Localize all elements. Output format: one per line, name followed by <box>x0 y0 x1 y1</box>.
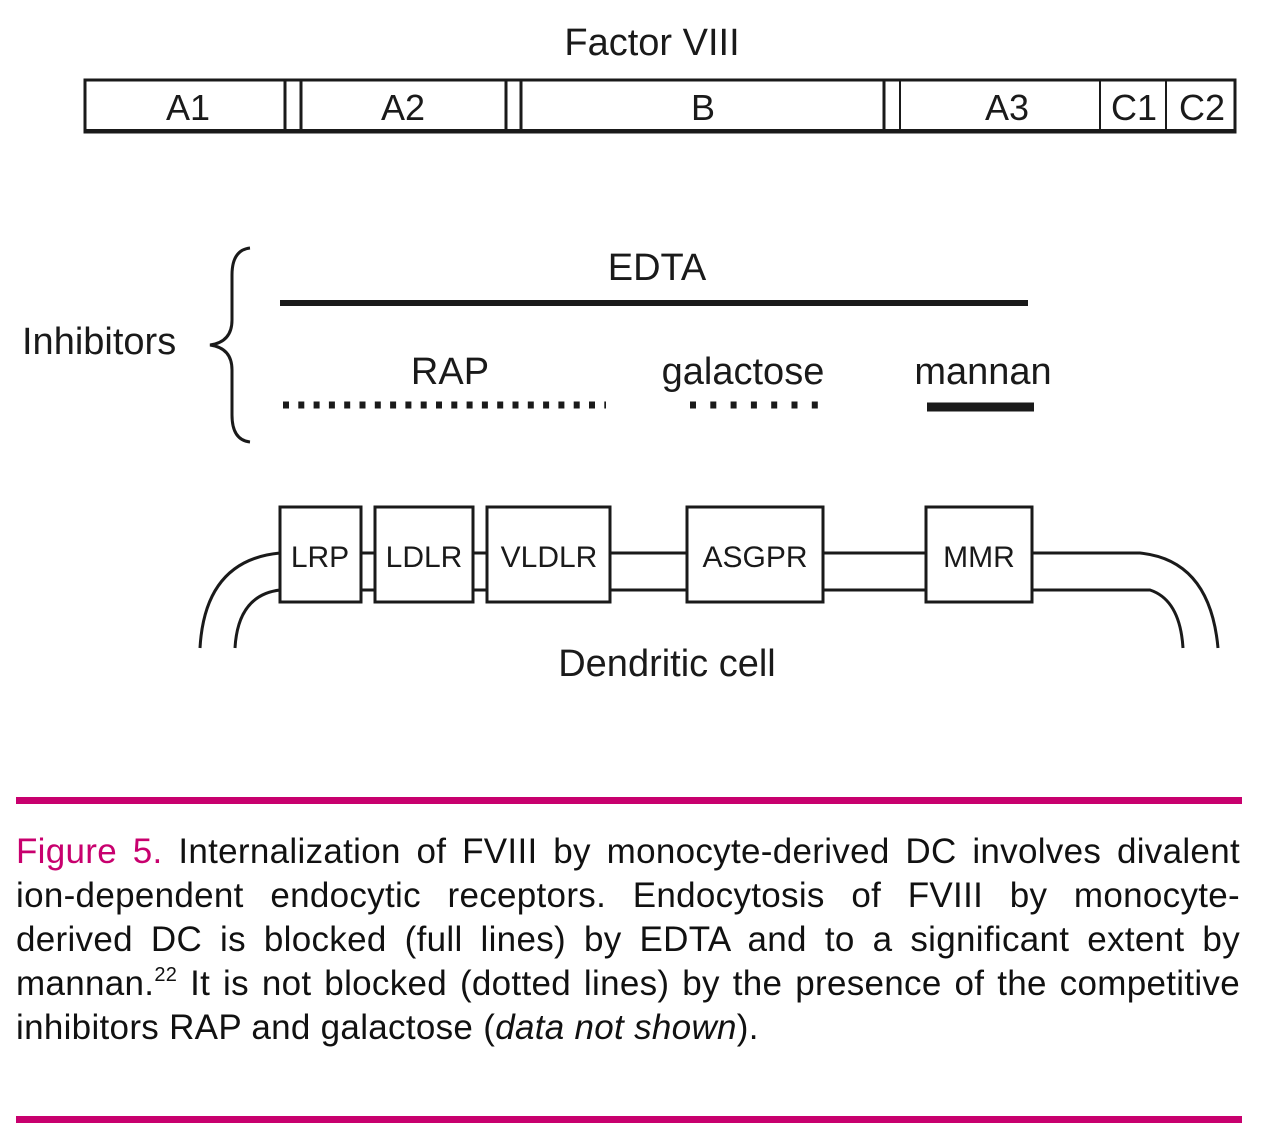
domain-a3: A3 <box>985 87 1029 128</box>
dendritic-cell-label: Dendritic cell <box>558 643 776 685</box>
receptor-asgpr-label: ASGPR <box>702 541 807 574</box>
caption-bottom-rule <box>16 1116 1242 1123</box>
receptor-vldlr-label: VLDLR <box>501 541 598 574</box>
caption-top-rule <box>16 797 1242 804</box>
reference-superscript: 22 <box>154 964 178 986</box>
caption-text-1: Internalization of FVIII by monocyte-der… <box>16 832 1240 1003</box>
inhibitor-mannan-label: mannan <box>914 351 1051 393</box>
inhibitors-brace-icon <box>209 246 251 444</box>
caption-italic: data not shown <box>495 1008 737 1047</box>
inhibitors-label: Inhibitors <box>22 321 176 363</box>
domain-b: B <box>691 87 715 128</box>
domain-c2: C2 <box>1179 87 1225 128</box>
receptor-mmr-label: MMR <box>943 541 1015 574</box>
figure-label: Figure 5. <box>16 832 163 871</box>
receptor-lrp-label: LRP <box>291 541 349 574</box>
domain-a1: A1 <box>166 87 210 128</box>
factor-viii-domain-bar <box>83 78 1237 134</box>
figure-diagram: Factor VIII A1 A2 B A3 C1 C2 Inhibitors … <box>22 22 1237 685</box>
inhibitor-rap-label: RAP <box>411 351 489 393</box>
receptor-lrp: LRP <box>278 505 363 604</box>
caption-text-3: ). <box>736 1008 759 1047</box>
cell-membrane <box>198 551 1220 649</box>
figure-caption: Figure 5. Internalization of FVIII by mo… <box>16 830 1240 1050</box>
caption-text-2: It is not blocked (dotted lines) by the … <box>16 964 1240 1047</box>
domain-c1: C1 <box>1111 87 1157 128</box>
receptor-vldlr: VLDLR <box>485 505 612 604</box>
inhibitor-edta-label: EDTA <box>608 247 707 289</box>
receptor-ldlr: LDLR <box>373 505 475 604</box>
receptor-ldlr-label: LDLR <box>386 541 463 574</box>
domain-a2: A2 <box>381 87 425 128</box>
receptor-asgpr: ASGPR <box>685 505 825 604</box>
factor-viii-title: Factor VIII <box>564 22 739 64</box>
inhibitor-galactose-label: galactose <box>662 351 825 393</box>
receptor-mmr: MMR <box>924 505 1034 604</box>
